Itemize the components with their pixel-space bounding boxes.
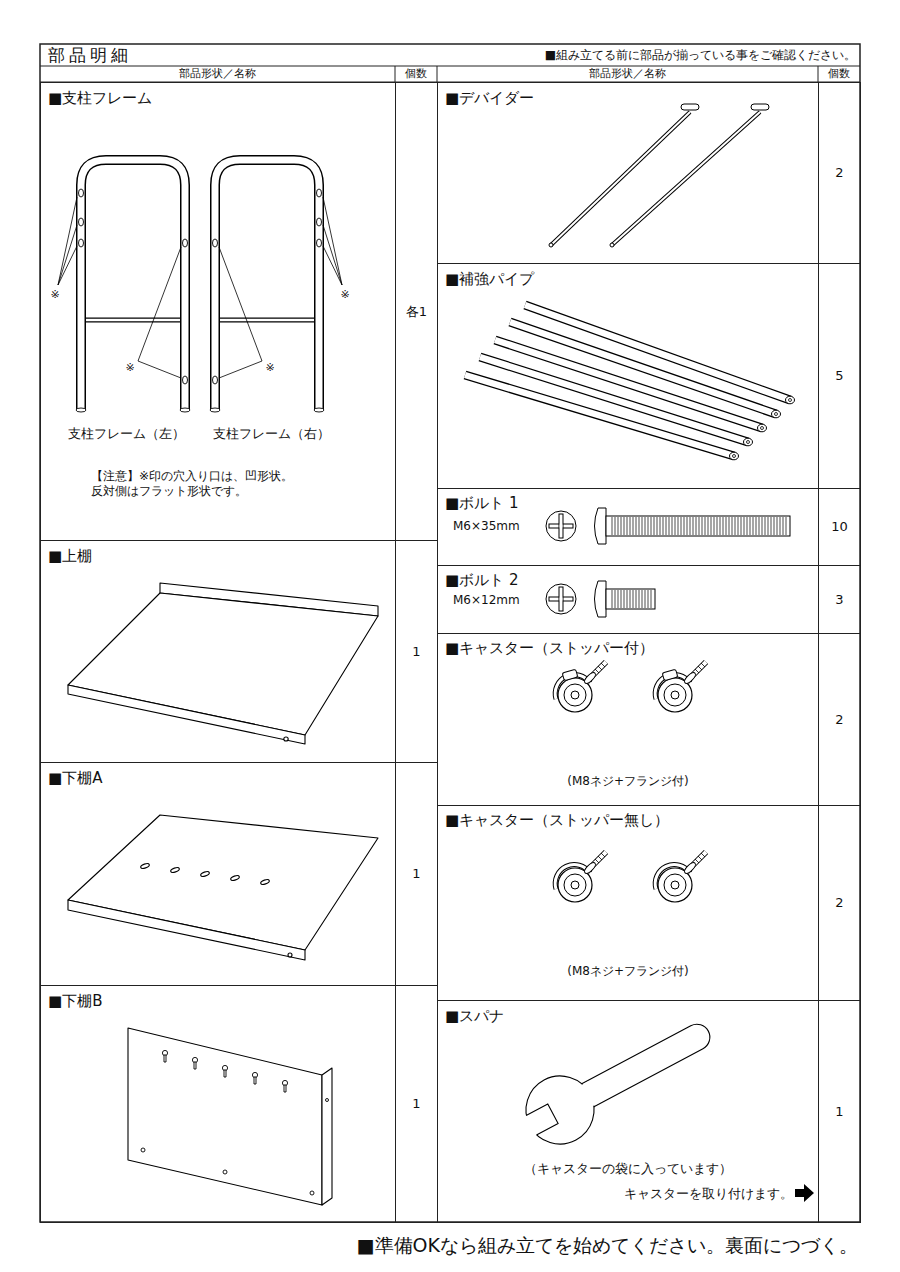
count-number: 2 [835, 165, 843, 181]
table-label: 部品形状／名称 [589, 67, 666, 81]
part-text: ■ボルト 2 [445, 571, 518, 590]
frame-drawing [58, 160, 342, 412]
caster-without-stopper-drawing [555, 852, 706, 902]
caster-with-stopper-drawing [555, 662, 706, 712]
part-text: 支柱フレーム（左） [68, 426, 185, 442]
count-number: 10 [831, 519, 848, 535]
arrow-icon [795, 1184, 814, 1202]
bolt-35-drawing [546, 508, 790, 544]
part-text: ■ボルト 1 [445, 494, 518, 513]
part-cell: ■支柱フレーム支柱フレーム（左） 支柱フレーム（右） 【注意】※印の穴入り口は、凹形… [40, 82, 396, 541]
count-cell: 1 [395, 762, 438, 986]
count-cell: 3 [818, 565, 861, 634]
count-cell: 2 [818, 805, 861, 1001]
table-grid [40, 44, 860, 1222]
part-cell: ■補強パイプ [437, 263, 819, 489]
part-cell: ■キャスター（ストッパー無し） (M8ネジ+フランジ付) [437, 805, 819, 1001]
table-label: ■組み立てる前に部品が揃っている事をご確認ください。 [545, 48, 856, 63]
count-number: 2 [835, 711, 843, 727]
spanner-drawing [509, 1001, 725, 1159]
part-cell: ■ボルト 1 M6×35mm [437, 488, 819, 566]
count-cell: 各1 [395, 82, 438, 541]
part-text: M6×35mm [453, 519, 520, 534]
count-number: 1 [412, 643, 420, 659]
part-cell: ■ボルト 2 M6×12mm [437, 565, 819, 634]
pipe-drawing [465, 305, 795, 460]
part-text: ■補強パイプ [445, 270, 534, 289]
part-cell: ■デバイダー [437, 82, 819, 264]
part-text: キャスターを取り付けます。 [624, 1186, 793, 1202]
count-cell: 1 [818, 1000, 861, 1223]
hole-mark: ※ [340, 288, 349, 302]
footer-note: ■準備OKなら組み立てを始めてください。裏面につづく。 [357, 1234, 858, 1258]
table-title: 部品明細 [48, 45, 132, 66]
count-cell: 5 [818, 263, 861, 489]
part-cell: ■上棚 [40, 540, 396, 763]
count-cell: 2 [818, 633, 861, 806]
count-cell: 2 [818, 82, 861, 264]
part-text: ■デバイダー [445, 89, 534, 108]
count-number: 1 [835, 1103, 843, 1119]
part-cell: ■下棚B [40, 985, 396, 1223]
divider-drawing [549, 104, 769, 247]
part-text: ■スパナ [445, 1007, 504, 1026]
part-text: (M8ネジ+フランジ付) [567, 964, 688, 979]
hole-mark: ※ [125, 361, 134, 375]
part-text: ■上棚 [48, 547, 92, 566]
part-text: （キャスターの袋に入っています） [524, 1161, 732, 1177]
part-text: 【注意】※印の穴入り口は、凹形状。 反対側はフラット形状です。 [91, 469, 306, 499]
count-number: 各1 [406, 303, 427, 319]
part-cell: ■下棚A [40, 762, 396, 986]
count-number: 1 [412, 1096, 420, 1112]
lower-shelf-b-drawing [128, 1028, 332, 1205]
count-cell: 10 [818, 488, 861, 566]
part-text: M6×12mm [453, 593, 520, 608]
part-text: 支柱フレーム（右） [213, 426, 330, 442]
table-label: 個数 [828, 67, 850, 81]
part-text: ■下棚A [48, 769, 102, 788]
bolt-12-drawing [546, 581, 655, 617]
table-label: 個数 [405, 67, 427, 81]
table-label: 部品形状／名称 [179, 67, 256, 81]
count-number: 5 [835, 368, 843, 384]
count-cell: 1 [395, 540, 438, 763]
hole-mark: ※ [50, 288, 59, 302]
part-cell: ■キャスター（ストッパー付） (M8ネジ+フランジ付) [437, 633, 819, 806]
part-text: ■支柱フレーム [48, 89, 152, 108]
hole-mark: ※ [265, 361, 274, 375]
part-text: (M8ネジ+フランジ付) [567, 774, 688, 789]
lower-shelf-a-drawing [68, 815, 378, 960]
part-text: ■キャスター（ストッパー付） [445, 639, 654, 658]
count-number: 1 [412, 866, 420, 882]
count-number: 2 [835, 895, 843, 911]
part-text: ■キャスター（ストッパー無し） [445, 811, 669, 830]
count-number: 3 [835, 591, 843, 607]
part-cell: ■スパナ （キャスターの袋に入っています） キャスターを取り付けます。 [437, 1000, 819, 1223]
leader-lines [58, 197, 342, 378]
part-text: ■下棚B [48, 992, 102, 1011]
count-cell: 1 [395, 985, 438, 1223]
upper-shelf-drawing [68, 583, 378, 744]
